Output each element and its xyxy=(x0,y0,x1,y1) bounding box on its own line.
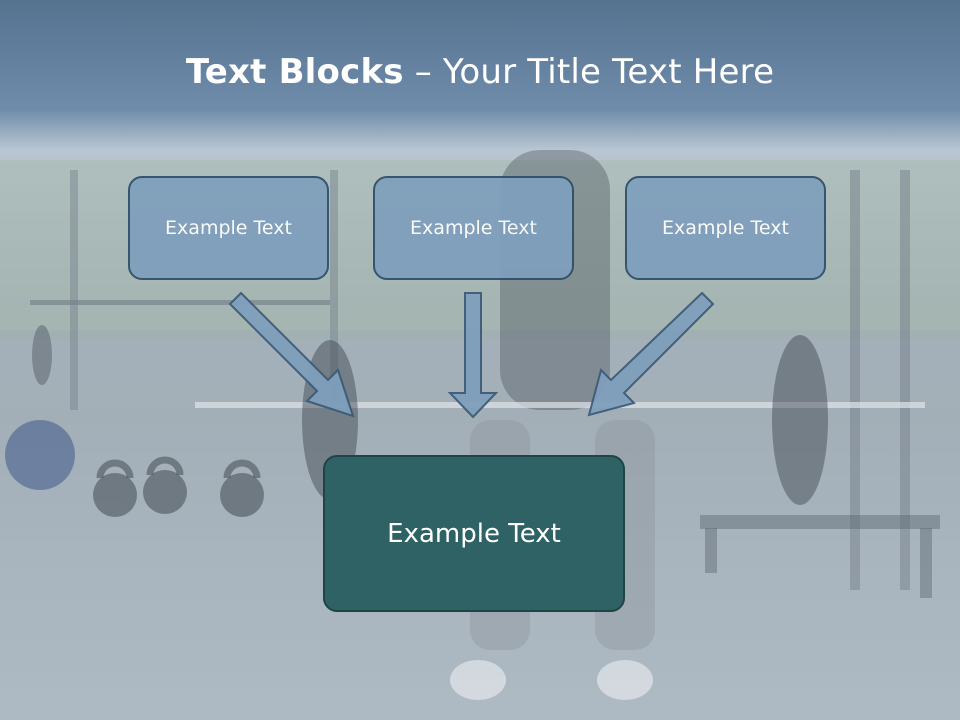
title-rest: – Your Title Text Here xyxy=(403,52,775,92)
result-block-label: Example Text xyxy=(387,518,561,549)
text-block-3[interactable]: Example Text xyxy=(625,176,826,280)
title-bold: Text Blocks xyxy=(185,52,404,92)
arrow-right-icon xyxy=(587,291,715,417)
arrow-left-icon xyxy=(228,291,355,418)
text-block-3-label: Example Text xyxy=(662,217,789,239)
text-block-1[interactable]: Example Text xyxy=(128,176,329,280)
slide-title: Text Blocks – Your Title Text Here xyxy=(0,52,960,92)
arrow-center-icon xyxy=(447,292,499,419)
text-block-2[interactable]: Example Text xyxy=(373,176,574,280)
result-block[interactable]: Example Text xyxy=(323,455,625,612)
text-block-2-label: Example Text xyxy=(410,217,537,239)
text-block-1-label: Example Text xyxy=(165,217,292,239)
